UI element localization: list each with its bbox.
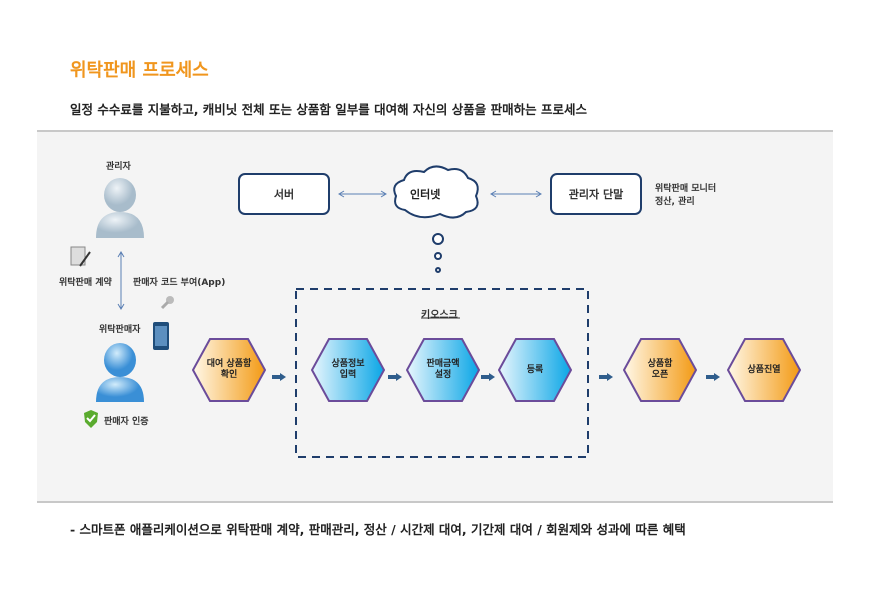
process-step-label: 상품정보 입력 xyxy=(331,359,365,380)
bidirectional-arrow-icon xyxy=(117,251,125,310)
process-step-hexagon: 등록 xyxy=(498,338,572,402)
admin-person-icon xyxy=(96,178,144,238)
process-step-label: 대여 상품함 확인 xyxy=(206,359,252,380)
process-step-label: 판매금액 설정 xyxy=(426,359,460,380)
flow-arrow-icon xyxy=(388,366,402,381)
process-step-hexagon: 상품진열 xyxy=(727,338,801,402)
kiosk-dashed-boundary xyxy=(295,288,589,458)
flow-arrow-icon xyxy=(272,366,286,381)
contract-label: 위탁판매 계약 xyxy=(59,278,112,288)
process-step-hexagon: 판매금액 설정 xyxy=(406,338,480,402)
smartphone-icon xyxy=(153,322,169,350)
terminal-note-settle: 정산, 관리 xyxy=(655,197,695,207)
internet-terminal-arrow-icon xyxy=(490,190,542,198)
seller-person-icon xyxy=(96,343,144,402)
seller-label: 위탁판매자 xyxy=(99,325,141,335)
flow-arrow-icon xyxy=(481,366,495,381)
process-step-label: 상품함 오픈 xyxy=(647,359,673,380)
process-step-hexagon: 상품함 오픈 xyxy=(623,338,697,402)
cloud-icon xyxy=(393,165,479,273)
kiosk-label: 키오스크 xyxy=(421,310,458,321)
page-subtitle: 일정 수수료를 지불하고, 캐비닛 전체 또는 상품함 일부를 대여해 자신의 … xyxy=(70,102,587,117)
auth-label: 판매자 인증 xyxy=(104,417,149,427)
flow-arrow-icon xyxy=(599,366,613,381)
shield-check-icon xyxy=(84,410,98,428)
footer-note: - 스마트폰 애플리케이션으로 위탁판매 계약, 판매관리, 정산 / 시간제 … xyxy=(70,522,686,537)
code-assign-label: 판매자 코드 부여(App) xyxy=(133,278,226,288)
server-internet-arrow-icon xyxy=(338,190,387,198)
flow-arrow-icon xyxy=(706,366,720,381)
admin-label: 관리자 xyxy=(106,162,131,172)
contract-document-icon xyxy=(70,246,91,267)
terminal-note-monitor: 위탁판매 모니터 xyxy=(655,184,717,194)
server-box: 서버 xyxy=(238,173,330,215)
process-step-label: 상품진열 xyxy=(747,364,781,375)
process-step-label: 등록 xyxy=(526,364,544,375)
process-step-hexagon: 상품정보 입력 xyxy=(311,338,385,402)
internet-label: 인터넷 xyxy=(410,188,441,201)
key-icon xyxy=(160,296,174,310)
process-step-hexagon: 대여 상품함 확인 xyxy=(192,338,266,402)
page-title: 위탁판매 프로세스 xyxy=(70,60,209,81)
admin-terminal-box: 관리자 단말 xyxy=(550,173,642,215)
